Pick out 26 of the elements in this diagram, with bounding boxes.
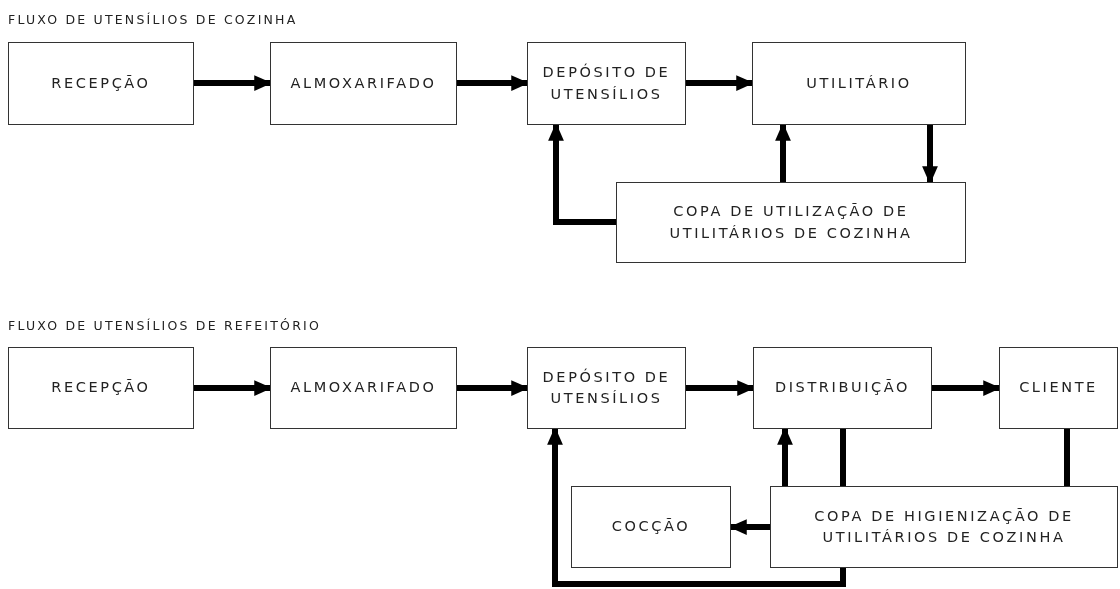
box-label: RECEPÇÃO [51, 378, 151, 398]
section-title: FLUXO DE UTENSÍLIOS DE COZINHA [8, 12, 298, 27]
process-box [527, 42, 686, 125]
box-label: DISTRIBUIÇÃO [774, 378, 911, 398]
process-box [527, 347, 686, 429]
box-label: CLIENTE [1019, 378, 1098, 398]
box-label: DEPÓSITO DE UTENSÍLIOS [542, 367, 671, 408]
process-box [770, 486, 1118, 568]
box-label: COPA DE HIGIENIZAÇÃO DE UTILITÁRIOS DE COZINHA [813, 507, 1075, 547]
process-box [270, 42, 457, 125]
box-label: ALMOXARIFADO [290, 74, 437, 93]
box-label: UTILITÁRIO [806, 74, 912, 93]
process-box [753, 347, 932, 429]
section-title: FLUXO DE UTENSÍLIOS DE REFEITÓRIO [8, 318, 321, 333]
process-box [8, 42, 194, 125]
process-box [571, 486, 731, 568]
process-box [616, 182, 966, 263]
box-label: COPA DE UTILIZAÇÃO DE UTILITÁRIOS DE COZINHA [668, 202, 914, 243]
process-box [999, 347, 1118, 429]
box-label: DEPÓSITO DE UTENSÍLIOS [542, 62, 671, 104]
process-box [752, 42, 966, 125]
box-label: ALMOXARIFADO [290, 378, 437, 398]
process-box [270, 347, 457, 429]
box-label: RECEPÇÃO [51, 74, 151, 93]
box-label: COCÇÃO [611, 517, 691, 537]
process-box [8, 347, 194, 429]
